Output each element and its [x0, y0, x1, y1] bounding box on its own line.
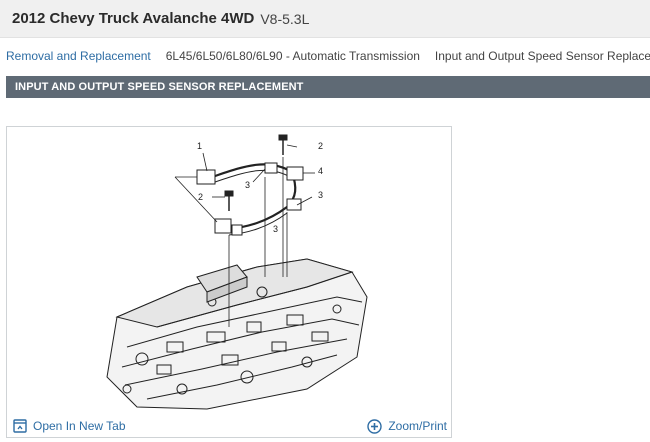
diagram-figure: 1 2 4 3 2 3 3 Open In New Tab Zoom/Print [6, 126, 452, 438]
section-title: INPUT AND OUTPUT SPEED SENSOR REPLACEMEN… [15, 81, 304, 93]
callout-3-left: 3 [245, 180, 250, 190]
callout-2-left: 2 [198, 192, 203, 202]
figure-footer: Open In New Tab Zoom/Print [7, 415, 451, 437]
open-in-new-tab-label: Open In New Tab [33, 419, 126, 433]
breadcrumb-transmission[interactable]: 6L45/6L50/6L80/6L90 - Automatic Transmis… [165, 49, 420, 63]
zoom-plus-icon [367, 418, 383, 434]
zoom-print-label: Zoom/Print [388, 419, 447, 433]
page-header: 2012 Chevy Truck Avalanche 4WD V8-5.3L [0, 0, 650, 38]
callout-3-right: 3 [318, 190, 323, 200]
engine-label: V8-5.3L [260, 10, 310, 27]
transmission-valve-body-illustration: 1 2 4 3 2 3 3 [106, 134, 368, 410]
breadcrumb-current-page: Input and Output Speed Sensor Replacemen… [434, 49, 650, 63]
callout-3-bottom: 3 [273, 224, 278, 234]
open-in-new-tab-link[interactable]: Open In New Tab [13, 419, 126, 433]
breadcrumb: Removal and Replacement 6L45/6L50/6L80/6… [0, 46, 650, 66]
vehicle-title: 2012 Chevy Truck Avalanche 4WD [12, 10, 255, 27]
section-title-bar: INPUT AND OUTPUT SPEED SENSOR REPLACEMEN… [6, 76, 650, 98]
callout-4: 4 [318, 166, 323, 176]
callout-1: 1 [197, 141, 202, 151]
callout-2-top: 2 [318, 141, 323, 151]
open-new-tab-icon [13, 419, 27, 433]
breadcrumb-removal-replacement[interactable]: Removal and Replacement [6, 49, 151, 63]
zoom-print-link[interactable]: Zoom/Print [367, 418, 447, 434]
